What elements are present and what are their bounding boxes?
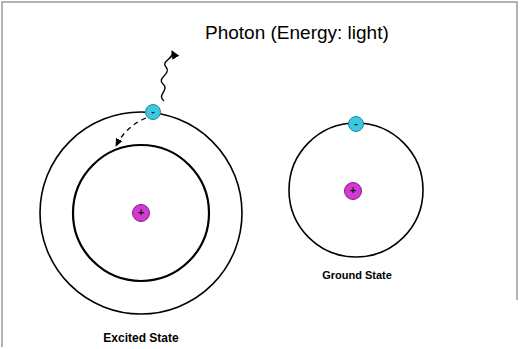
charge-sign: - bbox=[151, 106, 155, 117]
photon-squiggle bbox=[161, 51, 172, 101]
nucleus-circle bbox=[133, 205, 150, 222]
state-label: Excited State bbox=[103, 331, 178, 345]
electron-circle bbox=[146, 105, 161, 120]
transition-arrow bbox=[116, 118, 146, 146]
ground-orbit bbox=[289, 123, 423, 257]
state-label: Ground State bbox=[322, 269, 392, 281]
electron-circle bbox=[349, 117, 364, 132]
charge-sign: + bbox=[350, 185, 356, 196]
electron: - bbox=[348, 116, 364, 132]
outer-orbit bbox=[40, 112, 242, 314]
nucleus: + bbox=[132, 204, 150, 222]
inner-orbit bbox=[73, 145, 209, 281]
electron: - bbox=[145, 104, 161, 120]
photon-label: Photon (Energy: light) bbox=[205, 22, 389, 44]
nucleus-circle bbox=[345, 183, 362, 200]
charge-sign: + bbox=[138, 207, 144, 218]
frame bbox=[2, 2, 517, 347]
charge-sign: - bbox=[354, 118, 358, 129]
nucleus: + bbox=[344, 182, 362, 200]
